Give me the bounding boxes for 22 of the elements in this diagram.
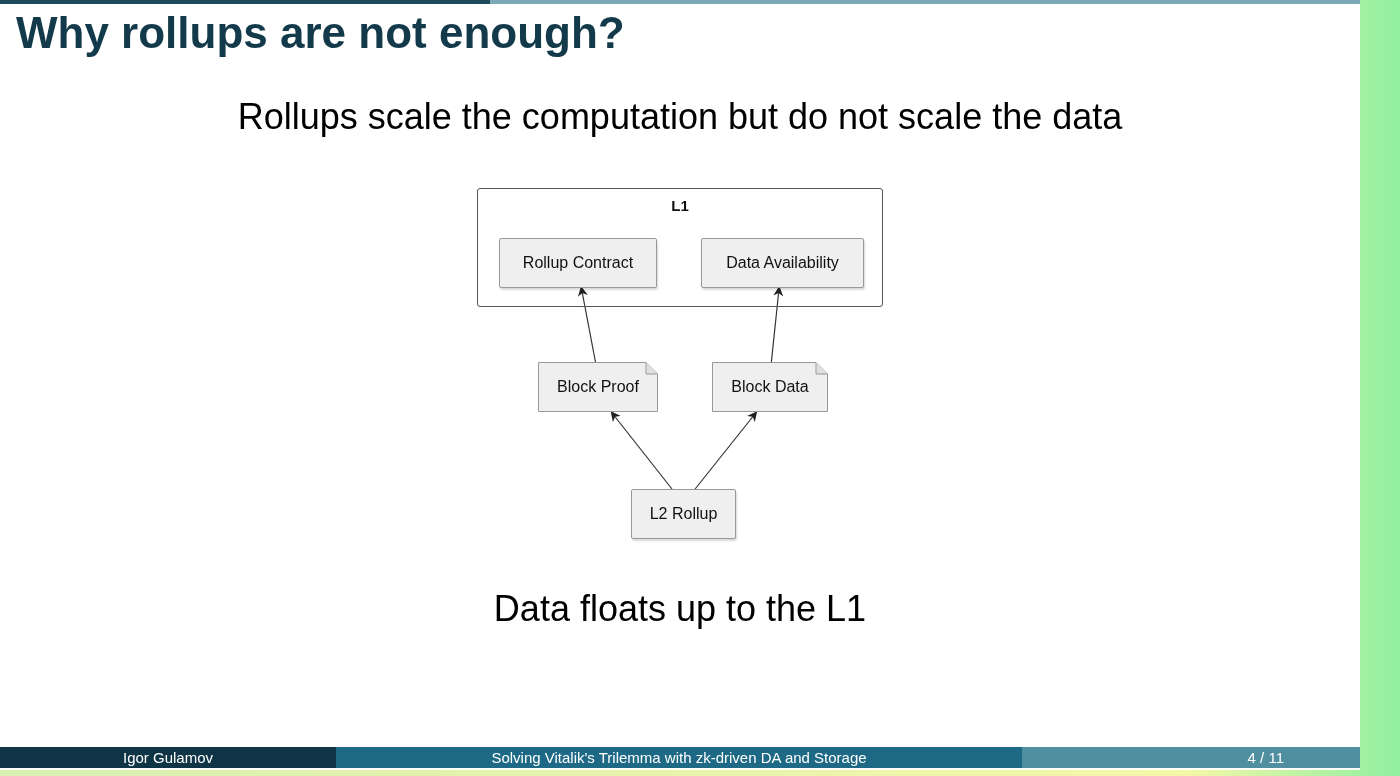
document-node	[538, 362, 658, 412]
page-number: 4 / 11	[1247, 749, 1284, 766]
arrow	[577, 286, 597, 363]
arrow	[610, 411, 673, 490]
group-heading: L1	[671, 197, 689, 214]
arrow	[770, 286, 784, 363]
slide-title: Why rollups are not enough?	[16, 8, 625, 58]
node-label: Data Availability	[726, 254, 839, 272]
footer-talk-title: Solving Vitalik's Trilemma with zk-driven DA and Storage	[336, 747, 1022, 768]
footer-author: Igor Gulamov	[0, 747, 336, 768]
node-label: Rollup Contract	[522, 254, 634, 272]
group-container	[477, 188, 883, 307]
arrow	[694, 411, 758, 490]
subtitle: Rollups scale the computation but do not scale the data	[237, 96, 1123, 138]
node-label: Block Proof	[557, 378, 639, 396]
caption-text: Data floats up to the L1	[493, 588, 867, 630]
node-label: Block Data	[731, 378, 809, 396]
process-box	[701, 238, 864, 288]
document-node	[712, 362, 828, 412]
process-box	[631, 489, 736, 539]
process-box	[499, 238, 657, 288]
node-label: L2 Rollup	[649, 505, 718, 523]
